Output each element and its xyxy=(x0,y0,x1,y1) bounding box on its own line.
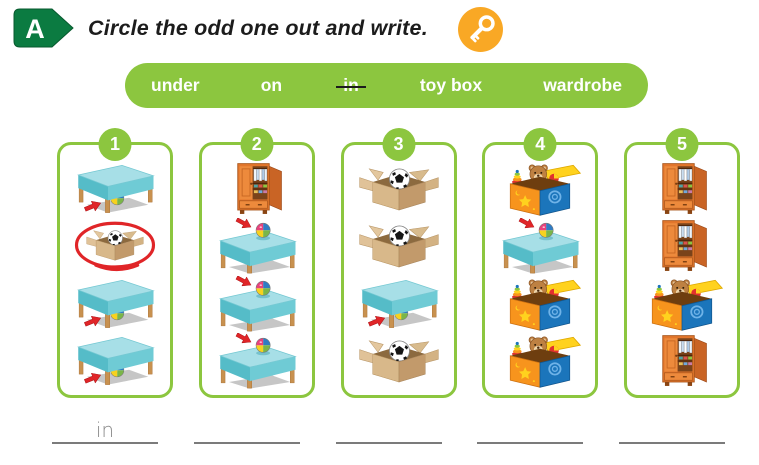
ball-in-box-circled-icon xyxy=(65,218,165,274)
wardrobe-image[interactable] xyxy=(631,218,733,274)
cards-row: 1 2 3 4 5 xyxy=(57,128,740,400)
ball-on-table-image[interactable] xyxy=(206,218,308,274)
toy-box-icon xyxy=(632,276,732,332)
ball-in-box-image[interactable] xyxy=(348,333,450,389)
word-toy-box: toy box xyxy=(419,75,483,95)
wardrobe-icon xyxy=(632,161,732,217)
toy-box-icon xyxy=(490,333,590,389)
section-badge: A xyxy=(11,7,77,49)
answer-line[interactable] xyxy=(619,442,725,444)
toy-box-image[interactable] xyxy=(489,276,591,332)
ball-under-table-icon xyxy=(349,276,449,332)
section-letter: A xyxy=(25,14,45,44)
column-card-2: 2 xyxy=(198,128,315,398)
ball-under-table-image[interactable] xyxy=(348,276,450,332)
ball-in-box-image[interactable] xyxy=(348,161,450,217)
column-number: 3 xyxy=(382,128,415,161)
answer-line[interactable] xyxy=(477,442,584,444)
toy-box-icon xyxy=(490,161,590,217)
ball-in-box-icon xyxy=(349,161,449,217)
ball-in-box-image[interactable] xyxy=(348,218,450,274)
wardrobe-icon xyxy=(632,218,732,274)
column-card-3: 3 xyxy=(340,128,457,398)
column-card-5: 5 xyxy=(624,128,740,398)
toy-box-image[interactable] xyxy=(489,161,591,217)
section-badge-icon: A xyxy=(13,8,74,48)
ball-under-table-image[interactable] xyxy=(64,276,166,332)
answer-blank-4 xyxy=(472,418,588,444)
answers-row: in xyxy=(47,418,730,444)
toy-box-image[interactable] xyxy=(489,333,591,389)
toy-box-icon xyxy=(490,276,590,332)
column-card-4: 4 xyxy=(482,128,599,398)
answer-line[interactable] xyxy=(52,442,158,444)
ball-on-table-image[interactable] xyxy=(489,218,591,274)
answer-text: in xyxy=(95,418,115,442)
answer-blank-1: in xyxy=(47,418,163,444)
ball-under-table-image[interactable] xyxy=(64,161,166,217)
column-card-1: 1 xyxy=(57,128,173,398)
ball-on-table-icon xyxy=(207,276,307,332)
column-number: 4 xyxy=(523,128,557,161)
ball-on-table-image[interactable] xyxy=(206,333,308,389)
ball-under-table-image[interactable] xyxy=(64,333,166,389)
key-icon xyxy=(457,6,504,53)
activity-title: Circle the odd one out and write. xyxy=(88,16,428,40)
word-on: on xyxy=(260,75,283,95)
wardrobe-image[interactable] xyxy=(206,161,308,217)
ball-on-table-icon xyxy=(207,333,307,389)
ball-on-table-icon xyxy=(490,218,590,274)
wardrobe-image[interactable] xyxy=(631,161,733,217)
wardrobe-icon xyxy=(207,161,307,217)
wardrobe-icon xyxy=(632,333,732,389)
ball-in-box-icon xyxy=(349,333,449,389)
toy-box-image[interactable] xyxy=(631,276,733,332)
ball-under-table-icon xyxy=(65,161,165,217)
answer-blank-3 xyxy=(331,418,447,444)
answer-blank-2 xyxy=(189,418,305,444)
column-number: 1 xyxy=(98,128,132,161)
word-under: under xyxy=(151,75,200,95)
ball-under-table-icon xyxy=(65,333,165,389)
word-in: in xyxy=(336,75,366,95)
ball-under-table-icon xyxy=(65,276,165,332)
answer-line[interactable] xyxy=(193,442,300,444)
key-icon-glyph xyxy=(458,7,503,52)
ball-on-table-image[interactable] xyxy=(206,276,308,332)
word-wardrobe: wardrobe xyxy=(543,75,622,95)
answer-blank-5 xyxy=(614,418,730,444)
word-bank: under on in toy box wardrobe xyxy=(125,63,648,108)
ball-in-box-circled-image[interactable] xyxy=(64,218,166,274)
column-number: 2 xyxy=(240,128,274,161)
answer-line[interactable] xyxy=(335,442,442,444)
column-number: 5 xyxy=(665,128,699,161)
ball-in-box-icon xyxy=(349,218,449,274)
ball-on-table-icon xyxy=(207,218,307,274)
wardrobe-image[interactable] xyxy=(631,333,733,389)
